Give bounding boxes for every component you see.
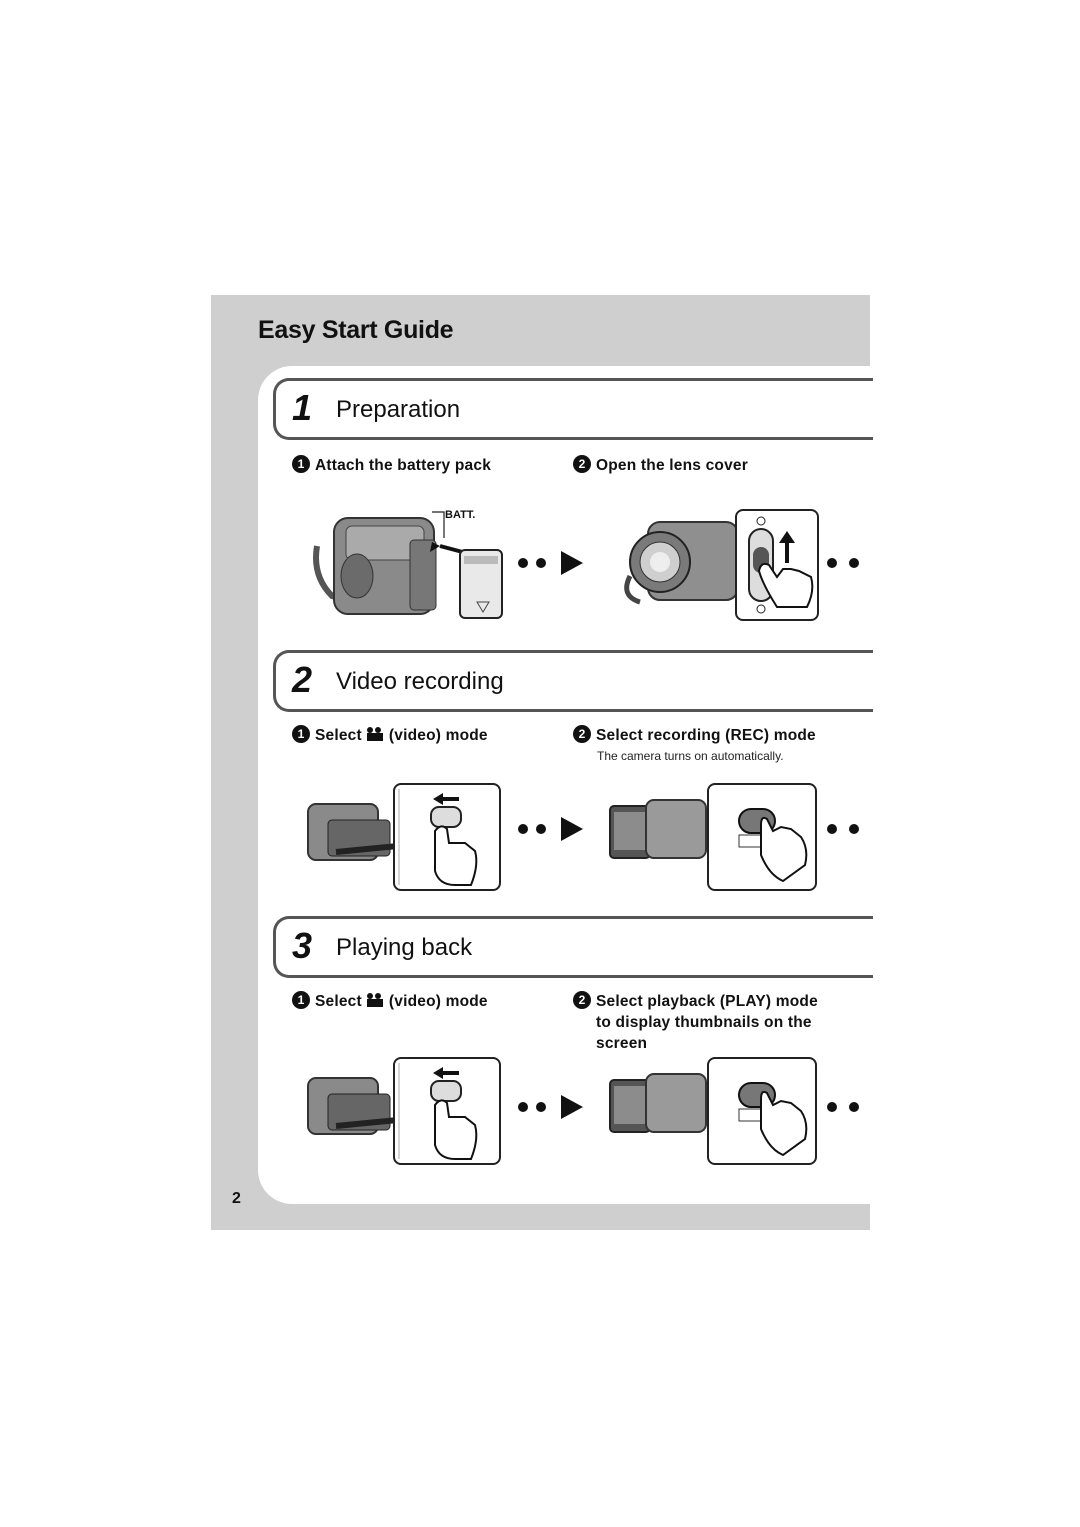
page-title: Easy Start Guide <box>258 316 454 344</box>
hand-icon <box>760 1090 808 1157</box>
camera-side-illustration <box>306 1074 402 1138</box>
section-header-playing-back <box>273 916 873 978</box>
step-select-video-mode: 1 Select (video) mode <box>292 991 488 1012</box>
next-arrow <box>517 1093 585 1121</box>
hand-icon <box>434 825 478 886</box>
select-button-closeup <box>707 783 817 891</box>
continue-dots <box>826 815 862 843</box>
step-text: (video) mode <box>388 993 488 1010</box>
step-open-lens-cover: 2 Open the lens cover <box>573 455 748 476</box>
step-number: 1 <box>292 455 310 473</box>
section-number: 2 <box>292 659 313 700</box>
step-number: 2 <box>573 725 591 743</box>
mode-switch-closeup <box>393 1057 501 1165</box>
section-title: Preparation <box>336 396 461 423</box>
camera-open-lcd-illustration <box>602 1072 708 1138</box>
lens-switch-closeup <box>735 509 819 621</box>
section-header-video-recording <box>273 650 873 712</box>
step-number: 2 <box>573 991 591 1009</box>
step-text: Select recording (REC) mode <box>596 727 816 744</box>
page-number: 2 <box>232 1190 241 1207</box>
next-arrow <box>517 549 585 577</box>
step-text: Select <box>315 993 362 1010</box>
video-camera-icon <box>367 727 384 741</box>
step-text: Select playback (PLAY) mode to display t… <box>596 993 818 1052</box>
camera-side-illustration <box>306 800 402 864</box>
step-number: 1 <box>292 991 310 1009</box>
hand-icon <box>757 562 814 608</box>
section-title: Video recording <box>336 668 504 695</box>
section-header-preparation <box>273 378 873 440</box>
step-select-video-mode: 1 Select (video) mode <box>292 725 488 746</box>
battery-label: BATT. <box>445 509 476 521</box>
step-text: Select <box>315 727 362 744</box>
camera-battery-illustration <box>312 506 512 626</box>
continue-dots <box>826 549 862 577</box>
camera-lens-illustration <box>620 506 740 616</box>
continue-dots <box>826 1093 862 1121</box>
step-text: (video) mode <box>388 727 488 744</box>
next-arrow <box>517 815 585 843</box>
step-attach-battery: 1 Attach the battery pack <box>292 455 491 476</box>
arrow-right-icon <box>561 551 583 575</box>
step-number: 2 <box>573 455 591 473</box>
arrow-right-icon <box>561 1095 583 1119</box>
section-number: 3 <box>292 925 313 966</box>
hand-icon <box>760 816 808 883</box>
step-number: 1 <box>292 725 310 743</box>
step-note: The camera turns on automatically. <box>597 749 784 763</box>
video-camera-icon <box>367 993 384 1007</box>
camera-open-lcd-illustration <box>602 798 708 864</box>
step-text: Open the lens cover <box>596 457 748 474</box>
select-button-closeup <box>707 1057 817 1165</box>
step-text: Attach the battery pack <box>315 457 492 474</box>
step-select-rec-mode: 2 Select recording (REC) mode <box>573 725 816 746</box>
section-title: Playing back <box>336 934 473 961</box>
arrow-right-icon <box>561 817 583 841</box>
mode-switch-closeup <box>393 783 501 891</box>
step-select-play-mode: 2 Select playback (PLAY) mode to display… <box>573 991 823 1054</box>
hand-icon <box>434 1099 478 1160</box>
section-number: 1 <box>292 387 313 428</box>
